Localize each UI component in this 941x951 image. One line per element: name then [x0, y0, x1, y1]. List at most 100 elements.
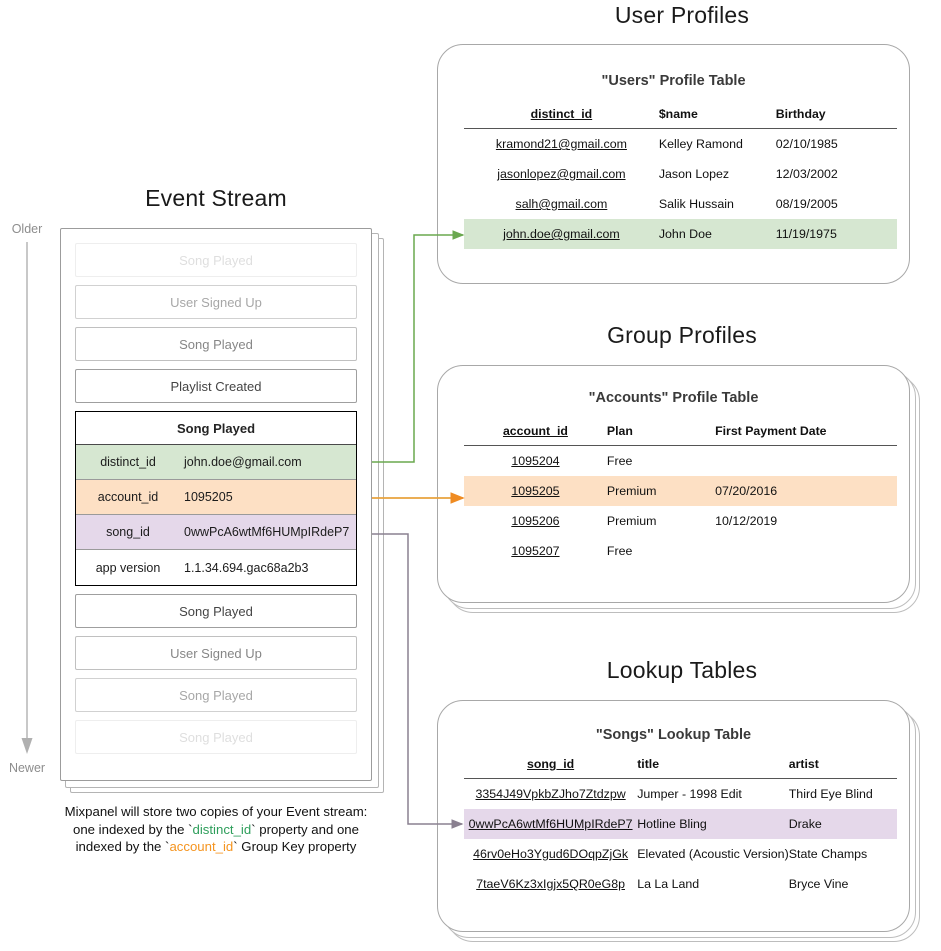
column-header-label: account_id: [502, 424, 568, 438]
table-cell: 11/19/1975: [775, 219, 897, 249]
column-header-label: distinct_id: [530, 107, 593, 121]
event-property-key: song_id: [106, 525, 150, 539]
event-item[interactable]: Song Played: [75, 327, 357, 361]
table-cell: 02/10/1985: [775, 137, 838, 151]
users-table-header-row: distinct_id $name Birthday: [464, 107, 897, 129]
column-header-label: First Payment Date: [715, 424, 827, 438]
table-cell: Salik Hussain: [658, 197, 734, 211]
table-cell: La La Land: [637, 877, 700, 891]
event-label: User Signed Up: [170, 645, 262, 661]
event-label: Song Played: [179, 687, 253, 703]
songs-table-row[interactable]: 3354J49VpkbZJho7Ztdzpw Jumper - 1998 Edit…: [464, 779, 897, 810]
event-stream-title: Event Stream: [145, 185, 287, 211]
event-label: Song Played: [179, 603, 253, 619]
table-cell: [715, 536, 897, 566]
column-header: artist: [788, 757, 897, 779]
column-header-label: $name: [658, 107, 698, 121]
accounts-table-row[interactable]: 1095207 Free: [464, 536, 897, 566]
timeline-label-older: Older: [11, 222, 43, 236]
event-item[interactable]: Song Played: [75, 243, 357, 277]
table-cell: 0wwPcA6wtMf6HUMpIRdeP7: [464, 809, 638, 839]
event-property-key: distinct_id: [100, 455, 156, 469]
table-cell: Free: [606, 544, 633, 558]
accounts-table-title: "Accounts" Profile Table: [588, 390, 759, 406]
user-profiles-title: User Profiles: [614, 2, 750, 28]
event-item[interactable]: Song Played: [75, 720, 357, 754]
table-cell: State Champs: [788, 847, 868, 861]
table-cell: Drake: [788, 809, 897, 839]
column-header: Birthday: [775, 107, 897, 129]
caption-line-2-post: ` property and one: [251, 821, 359, 837]
users-table-row[interactable]: kramond21@gmail.com Kelley Ramond 02/10/19…: [464, 129, 897, 160]
table-cell: Hotline Bling: [637, 809, 789, 839]
table-cell: 1095205: [464, 476, 607, 506]
column-header: distinct_id: [464, 107, 659, 129]
event-label: Song Played: [179, 729, 253, 745]
event-item[interactable]: User Signed Up: [75, 636, 357, 670]
table-cell: Premium: [606, 476, 716, 506]
event-property-row[interactable]: app version 1.1.34.694.gac68a2b3: [76, 550, 356, 585]
table-cell: John Doe: [658, 219, 776, 249]
table-cell: Third Eye Blind: [788, 787, 873, 801]
table-cell: 12/03/2002: [775, 167, 838, 181]
caption-line-3-post: ` Group Key property: [233, 839, 357, 854]
accounts-table-header-row: account_id Plan First Payment Date: [464, 424, 897, 446]
table-cell: Jumper - 1998 Edit: [637, 787, 742, 801]
column-header-label: Birthday: [775, 107, 826, 121]
songs-table-title: "Songs" Lookup Table: [595, 727, 752, 743]
column-header: account_id: [464, 424, 607, 446]
table-cell: 46rv0eHo3Ygud6DOqpZjGk: [473, 847, 629, 861]
event-item[interactable]: Playlist Created: [75, 369, 357, 403]
column-header: Plan: [606, 424, 716, 446]
timeline-arrow-icon: [21, 242, 33, 754]
table-cell: 7taeV6Kz3xIgjx5QR0eG8p: [476, 877, 625, 891]
expanded-event-title: Song Played: [76, 412, 356, 445]
event-property-key: account_id: [97, 490, 159, 504]
event-item[interactable]: Song Played: [75, 678, 357, 712]
column-header: $name: [658, 107, 776, 129]
event-item[interactable]: User Signed Up: [75, 285, 357, 319]
table-cell: 1095207: [511, 544, 560, 558]
event-property-key: app version: [95, 560, 161, 575]
table-cell: Free: [606, 454, 633, 468]
table-cell: 1095206: [511, 514, 560, 528]
lookup-tables-title: Lookup Tables: [606, 657, 758, 683]
table-cell: kramond21@gmail.com: [495, 137, 627, 151]
table-cell: 07/20/2016: [715, 476, 897, 506]
table-cell: 3354J49VpkbZJho7Ztdzpw: [475, 787, 626, 801]
accounts-table: account_id Plan First Payment Date 1095204…: [464, 424, 897, 566]
users-table-body: kramond21@gmail.com Kelley Ramond 02/10/19…: [464, 129, 897, 249]
songs-table-row[interactable]: 46rv0eHo3Ygud6DOqpZjGk Elevated (Acoustic…: [464, 839, 897, 869]
table-cell: Kelley Ramond: [658, 137, 743, 151]
event-label: Playlist Created: [170, 378, 262, 394]
table-cell: 08/19/2005: [775, 197, 838, 211]
event-label: Song Played: [179, 336, 253, 352]
event-item[interactable]: Song Played: [75, 594, 357, 628]
column-header-label: Plan: [606, 424, 633, 438]
event-property-value: 1.1.34.694.gac68a2b3: [184, 560, 309, 575]
stream-caption: Mixpanel will store two copies of your E…: [40, 803, 392, 856]
table-cell: Elevated (Acoustic Version): [637, 847, 789, 861]
table-cell: jasonlopez@gmail.com: [497, 167, 626, 181]
